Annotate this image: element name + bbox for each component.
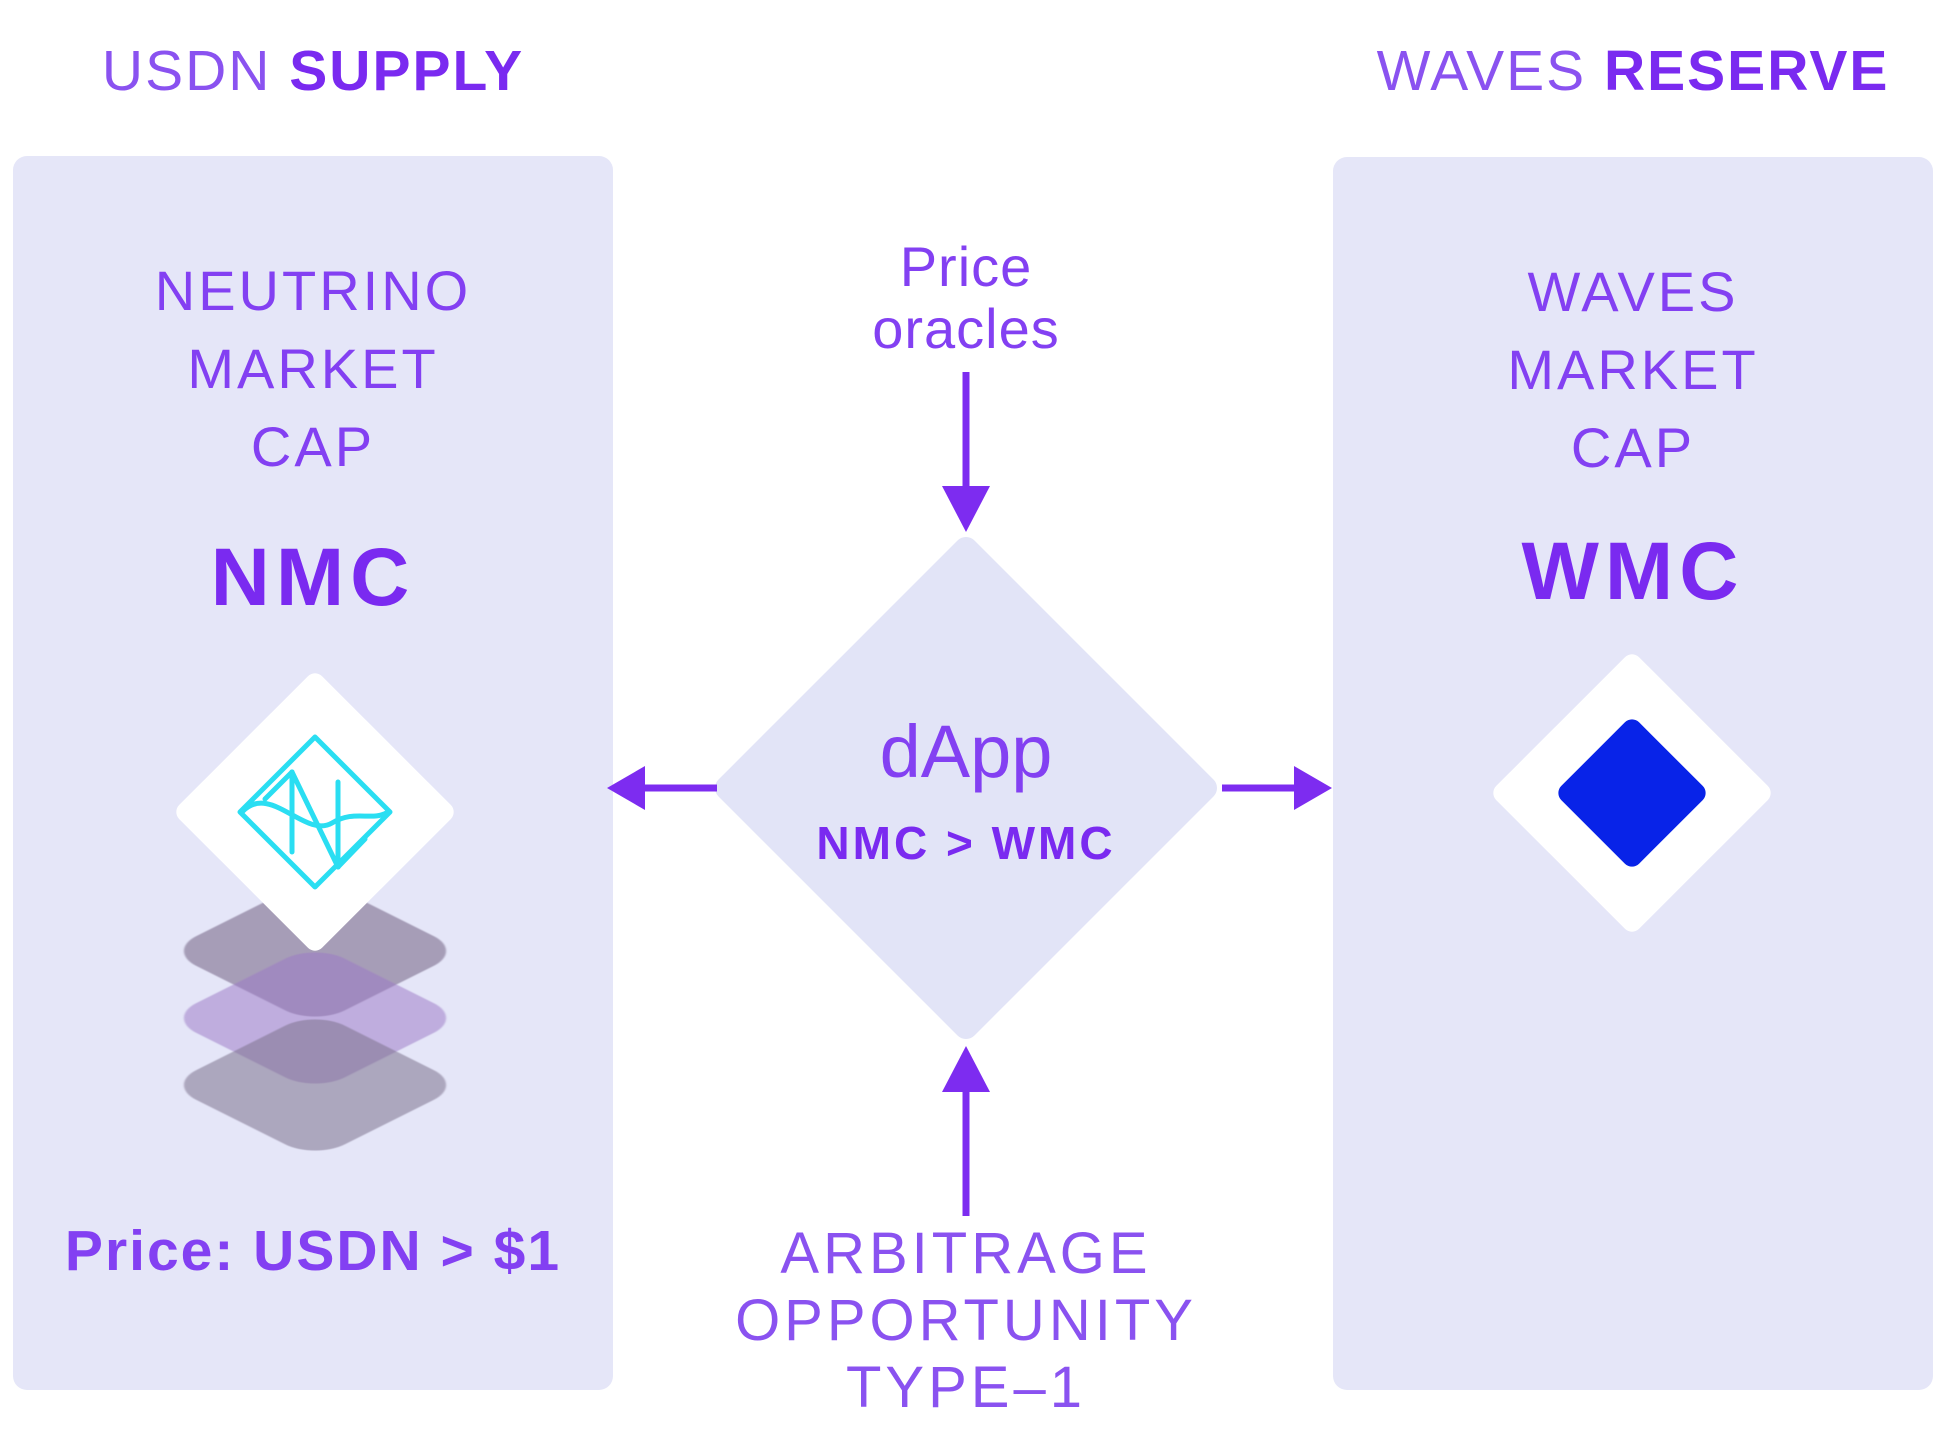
usdn-heading-light: USDN (101, 39, 272, 103)
price-oracles-label: Price oracles (766, 236, 1166, 360)
usdn-supply-panel: NEUTRINO MARKET CAP NMC Price: USDN > $1 (13, 156, 613, 1390)
arrow-up-icon (942, 1046, 990, 1216)
arrow-left-icon (607, 766, 717, 810)
arrow-down-icon (942, 372, 990, 532)
title-line: CAP (1570, 416, 1696, 479)
usdn-price-note: Price: USDN > $1 (64, 1219, 562, 1283)
title-line: MARKET (1507, 338, 1759, 401)
wmc-ticker: WMC (1521, 526, 1745, 617)
title-line: MARKET (187, 337, 439, 400)
arbitrage-opportunity-label: ARBITRAGE OPPORTUNITY TYPE–1 (716, 1220, 1216, 1421)
oracle-line: Price (899, 235, 1033, 298)
arbitrage-line: OPPORTUNITY (735, 1288, 1197, 1353)
oracle-line: oracles (872, 297, 1060, 360)
title-line: WAVES (1527, 260, 1739, 323)
usdn-heading-bold: SUPPLY (289, 39, 525, 103)
usdn-supply-heading: USDN SUPPLY (13, 38, 613, 104)
title-line: NEUTRINO (154, 259, 472, 322)
arbitrage-line: ARBITRAGE (780, 1221, 1152, 1286)
waves-heading-light: WAVES (1376, 39, 1587, 103)
waves-heading-bold: RESERVE (1603, 39, 1890, 103)
arrow-right-icon (1222, 766, 1332, 810)
waves-reserve-heading: WAVES RESERVE (1333, 38, 1933, 104)
waves-token-tile (1489, 650, 1775, 936)
title-line: CAP (250, 415, 376, 478)
arbitrage-line: TYPE–1 (846, 1355, 1086, 1420)
dapp-label: dApp (879, 710, 1053, 793)
waves-reserve-panel: WAVES MARKET CAP WMC (1333, 157, 1933, 1390)
waves-market-cap-title: WAVES MARKET CAP (1333, 253, 1933, 487)
neutrino-logo-icon (237, 734, 393, 890)
dapp-decision-labels: dApp NMC > WMC (716, 712, 1216, 870)
nmc-wmc-condition: NMC > WMC (816, 817, 1116, 869)
neutrino-market-cap-title: NEUTRINO MARKET CAP (13, 252, 613, 486)
waves-logo-icon (1554, 715, 1710, 871)
nmc-ticker: NMC (210, 532, 416, 623)
